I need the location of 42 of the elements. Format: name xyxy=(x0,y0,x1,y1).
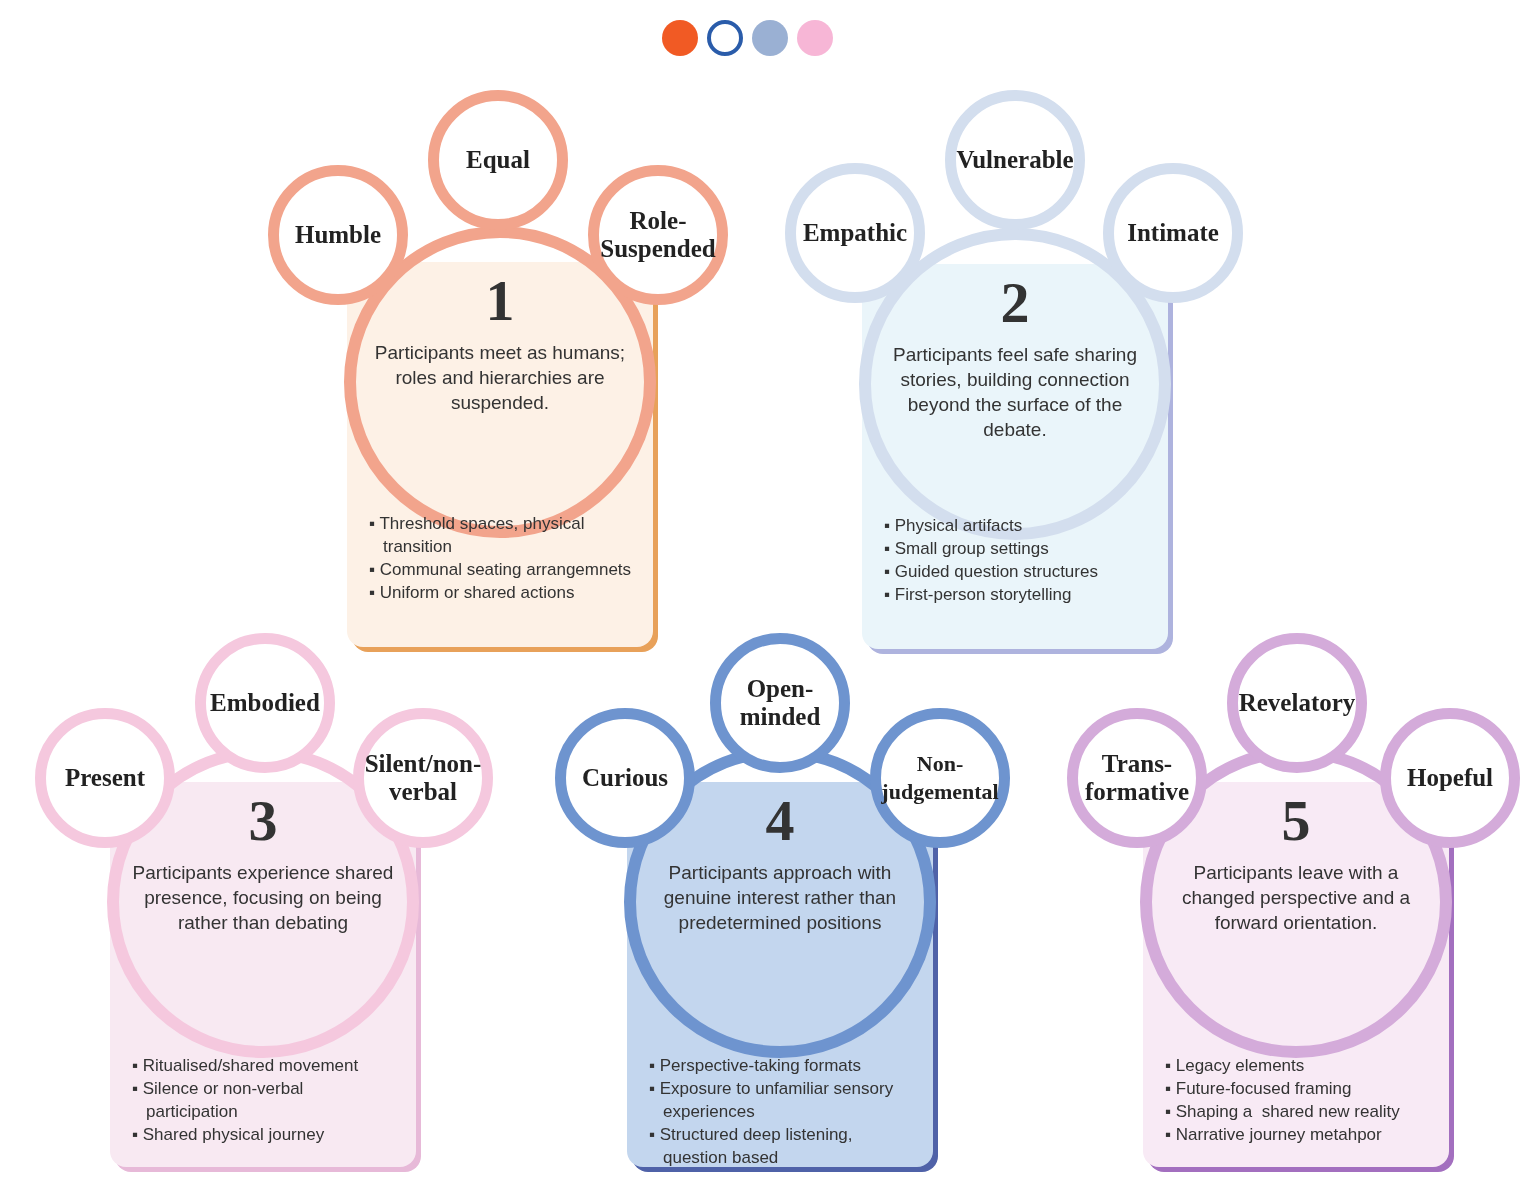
attribute-label: Embodied xyxy=(209,689,321,717)
card-number: 2 xyxy=(999,272,1031,334)
attribute-label: Role-Suspended xyxy=(599,207,717,263)
attribute-label: Equal xyxy=(465,146,531,174)
attribute-label: Revelatory xyxy=(1238,689,1356,717)
bullet-item: ▪ Physical artifacts xyxy=(884,515,1024,537)
bullet-item: ▪ Threshold spaces, physical transition xyxy=(369,513,586,558)
color-dot xyxy=(662,20,698,56)
bullet-item: ▪ Silence or non-verbal participation xyxy=(132,1078,305,1123)
attribute-label: Hopeful xyxy=(1405,764,1495,792)
attribute-label: Silent/non-verbal xyxy=(364,750,482,806)
card-description: Participants approach with genuine interest rather than predetermined positions xyxy=(662,861,898,935)
bullet-item: ▪ Exposure to unfamiliar sensory experiences xyxy=(649,1078,895,1123)
bullet-item: ▪ Ritualised/shared movement xyxy=(132,1055,360,1077)
color-dot xyxy=(707,20,743,56)
color-dot xyxy=(797,20,833,56)
bullet-item: ▪ Communal seating arrangemnets xyxy=(369,559,633,581)
bullet-item: ▪ Legacy elements xyxy=(1165,1055,1306,1077)
attribute-label: Present xyxy=(63,764,147,792)
bullet-item: ▪ Shared physical journey xyxy=(132,1124,326,1146)
bullet-item: ▪ Small group settings xyxy=(884,538,1050,560)
bullet-item: ▪ Guided question structures xyxy=(884,561,1099,583)
attribute-label: Open-minded xyxy=(738,675,822,731)
attribute-label: Vulnerable xyxy=(956,146,1074,174)
attribute-label: Trans-formative xyxy=(1083,750,1191,806)
bullet-item: ▪ Structured deep listening, question based xyxy=(649,1124,854,1169)
bullet-item: ▪ First-person storytelling xyxy=(884,584,1073,606)
attribute-label: Intimate xyxy=(1126,219,1220,247)
bullet-item: ▪ Uniform or shared actions xyxy=(369,582,576,604)
attribute-label: Humble xyxy=(293,221,383,249)
bullet-item: ▪ Perspective-taking formats xyxy=(649,1055,862,1077)
card-description: Participants leave with a changed perspective and a forward orientation. xyxy=(1180,861,1412,935)
card-description: Participants feel safe sharing stories, building connection beyond the surface of the debate. xyxy=(892,343,1138,442)
attribute-label: Empathic xyxy=(801,219,909,247)
bullet-item: ▪ Future-focused framing xyxy=(1165,1078,1353,1100)
color-dot xyxy=(752,20,788,56)
bullet-item: ▪ Shaping a shared new reality xyxy=(1165,1101,1401,1123)
card-number: 1 xyxy=(484,270,516,332)
attribute-label: Curious xyxy=(580,764,670,792)
card-description: Participants meet as humans; roles and hierarchies are suspended. xyxy=(373,341,627,415)
bullet-item: ▪ Narrative journey metahpor xyxy=(1165,1124,1383,1146)
card-description: Participants experience shared presence, focusing on being rather than debating xyxy=(131,861,395,935)
